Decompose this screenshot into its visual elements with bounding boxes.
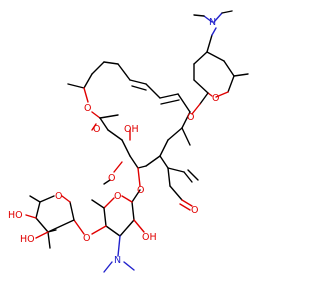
top-sugar-ring bbox=[191, 10, 249, 115]
atom-ho-left-top: HO bbox=[8, 210, 23, 221]
atom-oh-mid: OH bbox=[142, 232, 157, 243]
atom-n-mid: N bbox=[114, 255, 121, 266]
atom-aldehyde-o: O bbox=[191, 205, 198, 216]
atom-ho-left-bottom: HO bbox=[20, 234, 35, 245]
molecule-canvas: N O O O O OH O O O O OH N O O HO HO bbox=[8, 10, 249, 273]
macrolactone-ring bbox=[67, 61, 191, 185]
atom-oh-macro: OH bbox=[124, 124, 139, 135]
atom-o-glyco-top: O bbox=[187, 112, 194, 123]
aldehyde-sidechain bbox=[167, 167, 199, 211]
atom-labels: N O O O O OH O O O O OH N O O HO HO bbox=[8, 17, 219, 266]
atom-o-lactone-carbonyl: O bbox=[93, 124, 100, 135]
atom-o-ring-top: O bbox=[212, 93, 219, 104]
left-sugar-ring bbox=[25, 195, 85, 249]
atom-o-methoxy: O bbox=[108, 173, 115, 184]
atom-o-lactone-ring: O bbox=[84, 103, 91, 114]
atom-n-top: N bbox=[209, 17, 216, 28]
middle-sugar-ring bbox=[91, 167, 145, 273]
atom-o-glyco-mid: O bbox=[137, 185, 144, 196]
atom-o-ring-left: O bbox=[55, 191, 62, 202]
atom-o-ring-mid: O bbox=[114, 191, 121, 202]
molecule-structure: N O O O O OH O O O O OH N O O HO HO bbox=[8, 10, 249, 273]
atom-o-glyco-low: O bbox=[83, 233, 90, 244]
